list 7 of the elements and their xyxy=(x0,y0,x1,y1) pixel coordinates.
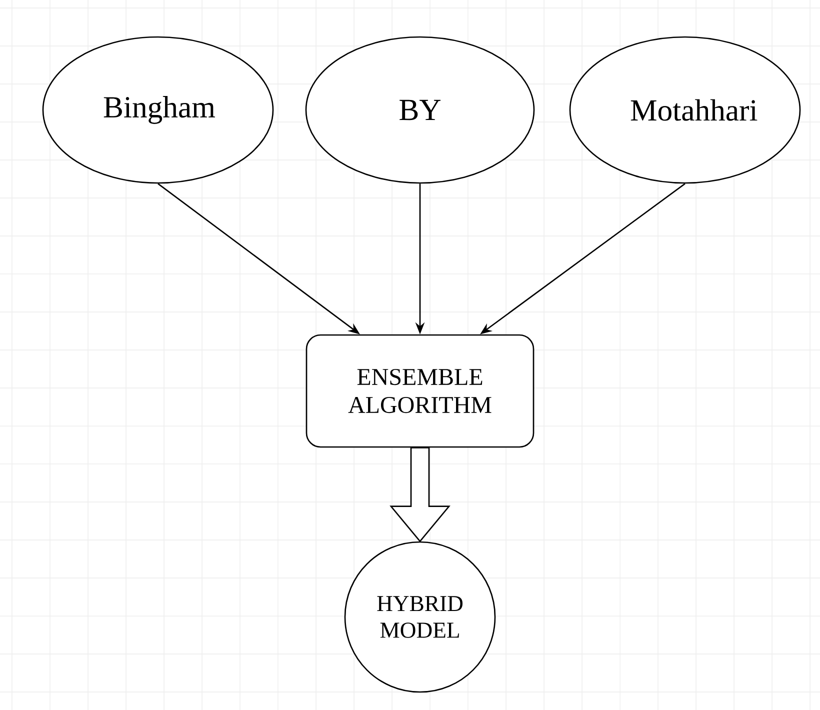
circle-node: HYBRID MODEL xyxy=(344,541,496,693)
process-box: ENSEMBLE ALGORITHM xyxy=(306,334,534,448)
oval-node: BY xyxy=(305,36,535,184)
oval-node: Motahhari xyxy=(569,36,801,184)
oval-node: Bingham xyxy=(42,36,274,184)
block-arrow xyxy=(390,447,450,542)
node-label: HYBRID MODEL xyxy=(377,596,463,638)
